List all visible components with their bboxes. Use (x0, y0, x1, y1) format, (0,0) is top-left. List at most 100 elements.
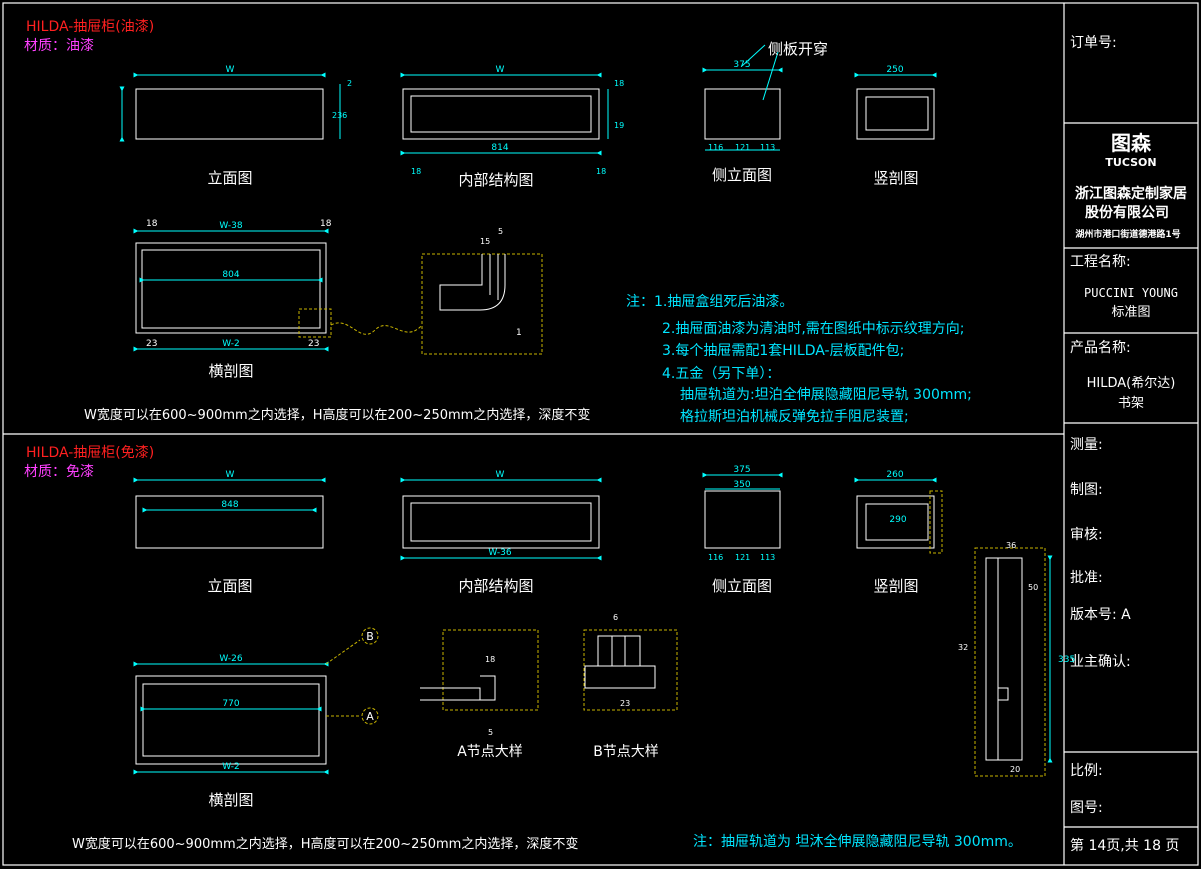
bottom-elev-label: 立面图 (207, 577, 252, 595)
dim-18: 18 (320, 219, 332, 229)
version-label: 版本号: A (1070, 607, 1131, 623)
dim-121: 121 (735, 143, 750, 152)
top-title: HILDA-抽屉柜(油漆) (26, 19, 154, 35)
bottom-note: 注：抽屉轨道为 坦沐全伸展隐藏阻尼导轨 300mm。 (693, 833, 1022, 850)
dim-814: 814 (491, 143, 508, 153)
product-label: 产品名称: (1070, 340, 1131, 356)
node-a-marker: A (366, 710, 374, 723)
note-line-4: 4.五金（另下单）： (662, 366, 780, 382)
note-line-5: 抽屉轨道为:坦泊全伸展隐藏阻尼导轨 300mm; (680, 386, 972, 403)
note-line-2: 2.抽屉面油漆为清油时,需在图纸中标示纹理方向; (662, 321, 965, 337)
top-vsection-view: 250 竖剖图 (854, 65, 937, 187)
dim-w-26: W-26 (219, 654, 243, 664)
dim-290: 290 (889, 515, 906, 525)
company-name-line2: 股份有限公司 (1085, 204, 1169, 221)
dim-375: 375 (733, 465, 750, 475)
note-line-6: 格拉斯坦泊机械反弹免拉手阻尼装置; (680, 409, 909, 425)
dim-w-38: W-38 (219, 221, 243, 231)
bottom-inner-label: 内部结构图 (458, 577, 533, 595)
top-vsec-label: 竖剖图 (873, 169, 918, 187)
approve-label: 批准: (1070, 570, 1103, 586)
dim-335: 335 (1058, 655, 1075, 665)
dim-19: 19 (614, 121, 624, 130)
bottom-section: HILDA-抽屉柜(免漆) 材质：免漆 W 848 立面图 W W-36 内部结… (24, 445, 1075, 852)
top-range-note: W宽度可以在600~900mm之内选择，H高度可以在200~250mm之内选择，… (84, 407, 590, 423)
dim-15: 15 (480, 237, 490, 246)
dim-20: 20 (1010, 765, 1020, 774)
top-side-label: 侧立面图 (712, 166, 772, 184)
side-hole-callout: 侧板开穿 (768, 40, 828, 58)
scale-label: 比例: (1070, 763, 1103, 779)
dim-2: 2 (347, 79, 352, 88)
bottom-section-detail: 335 36 50 32 20 (958, 541, 1075, 777)
bottom-material: 材质：免漆 (24, 464, 94, 480)
top-elevation-view: W 236 2 立面图 (119, 65, 352, 187)
dim-w-36: W-36 (488, 548, 512, 558)
dim-5: 5 (498, 227, 503, 236)
dim-18: 18 (485, 655, 495, 664)
order-number-label: 订单号: (1070, 35, 1117, 51)
dim-23: 23 (308, 339, 319, 349)
top-hsection-view: W-38 804 W-2 18 18 23 23 横剖图 (133, 219, 423, 380)
node-b-detail: 6 23 B节点大样 (583, 613, 678, 760)
project-name: PUCCINI YOUNG (1084, 286, 1178, 300)
dim-113: 113 (760, 143, 775, 152)
dim-width: W (226, 470, 235, 480)
dim-250: 250 (886, 65, 903, 75)
dim-18-right: 18 (596, 167, 606, 176)
bottom-vsec-label: 竖剖图 (873, 577, 918, 595)
note-line-3: 3.每个抽屉需配1套HILDA-层板配件包; (662, 343, 904, 359)
dim-113: 113 (760, 553, 775, 562)
dim-770: 770 (222, 699, 239, 709)
top-detail-view: 15 5 1 (421, 227, 543, 355)
dim-236: 236 (332, 111, 347, 120)
bottom-title: HILDA-抽屉柜(免漆) (26, 445, 154, 461)
bottom-hsection-view: W-26 770 W-2 B A 横剖图 (133, 627, 379, 809)
draw-label: 制图: (1070, 482, 1103, 498)
dim-w-2: W-2 (222, 762, 240, 772)
bottom-range-note: W宽度可以在600~900mm之内选择，H高度可以在200~250mm之内选择，… (72, 836, 578, 852)
top-section: HILDA-抽屉柜(油漆) 材质：油漆 W 236 2 立面图 W 814 18… (24, 19, 972, 425)
node-a-label: A节点大样 (457, 744, 523, 760)
drawing-number-label: 图号: (1070, 800, 1103, 816)
top-inner-label: 内部结构图 (458, 171, 533, 189)
bottom-vsection-view: 260 290 竖剖图 (854, 470, 943, 595)
dim-848: 848 (221, 500, 238, 510)
top-inner-view: W 814 18 19 18 18 内部结构图 (400, 65, 624, 189)
dim-18: 18 (614, 79, 624, 88)
title-block: 订单号: 图森 TUCSON 浙江图森定制家居 股份有限公司 湖州市港口街道德港… (1070, 35, 1187, 854)
bottom-side-view: 375 350 116 121 113 侧立面图 (702, 465, 783, 595)
node-b-label: B节点大样 (593, 744, 659, 760)
company-address: 湖州市港口街道德港路1号 (1075, 228, 1180, 240)
dim-375: 375 (733, 60, 750, 70)
dim-18: 18 (146, 219, 158, 229)
dim-6: 6 (613, 613, 618, 622)
top-side-view: 375 116 121 113 侧板开穿 侧立面图 (702, 40, 828, 184)
note-line-1: 注：1.抽屉盒组死后油漆。 (626, 293, 793, 310)
dim-23: 23 (620, 699, 630, 708)
project-subname: 标准图 (1111, 305, 1150, 320)
dim-116: 116 (708, 553, 723, 562)
top-material: 材质：油漆 (24, 38, 94, 54)
dim-18-left: 18 (411, 167, 421, 176)
node-b-marker: B (366, 630, 374, 643)
page-number: 第 14页,共 18 页 (1070, 837, 1179, 854)
node-a-detail: 18 5 A节点大样 (420, 629, 539, 760)
dim-width: W (496, 470, 505, 480)
review-label: 审核: (1070, 527, 1103, 543)
product-name: HILDA(希尔达) (1087, 376, 1176, 391)
top-hsec-label: 横剖图 (208, 362, 253, 380)
dim-width: W (496, 65, 505, 75)
dim-5: 5 (488, 728, 493, 737)
top-elev-label: 立面图 (207, 169, 252, 187)
bottom-inner-view: W W-36 内部结构图 (400, 470, 602, 595)
logo-text: 图森 (1111, 131, 1152, 155)
dim-1: 1 (516, 328, 522, 338)
dim-116: 116 (708, 143, 723, 152)
company-name-line1: 浙江图森定制家居 (1075, 185, 1187, 202)
dim-121: 121 (735, 553, 750, 562)
project-label: 工程名称: (1070, 254, 1131, 270)
dim-width: W (226, 65, 235, 75)
